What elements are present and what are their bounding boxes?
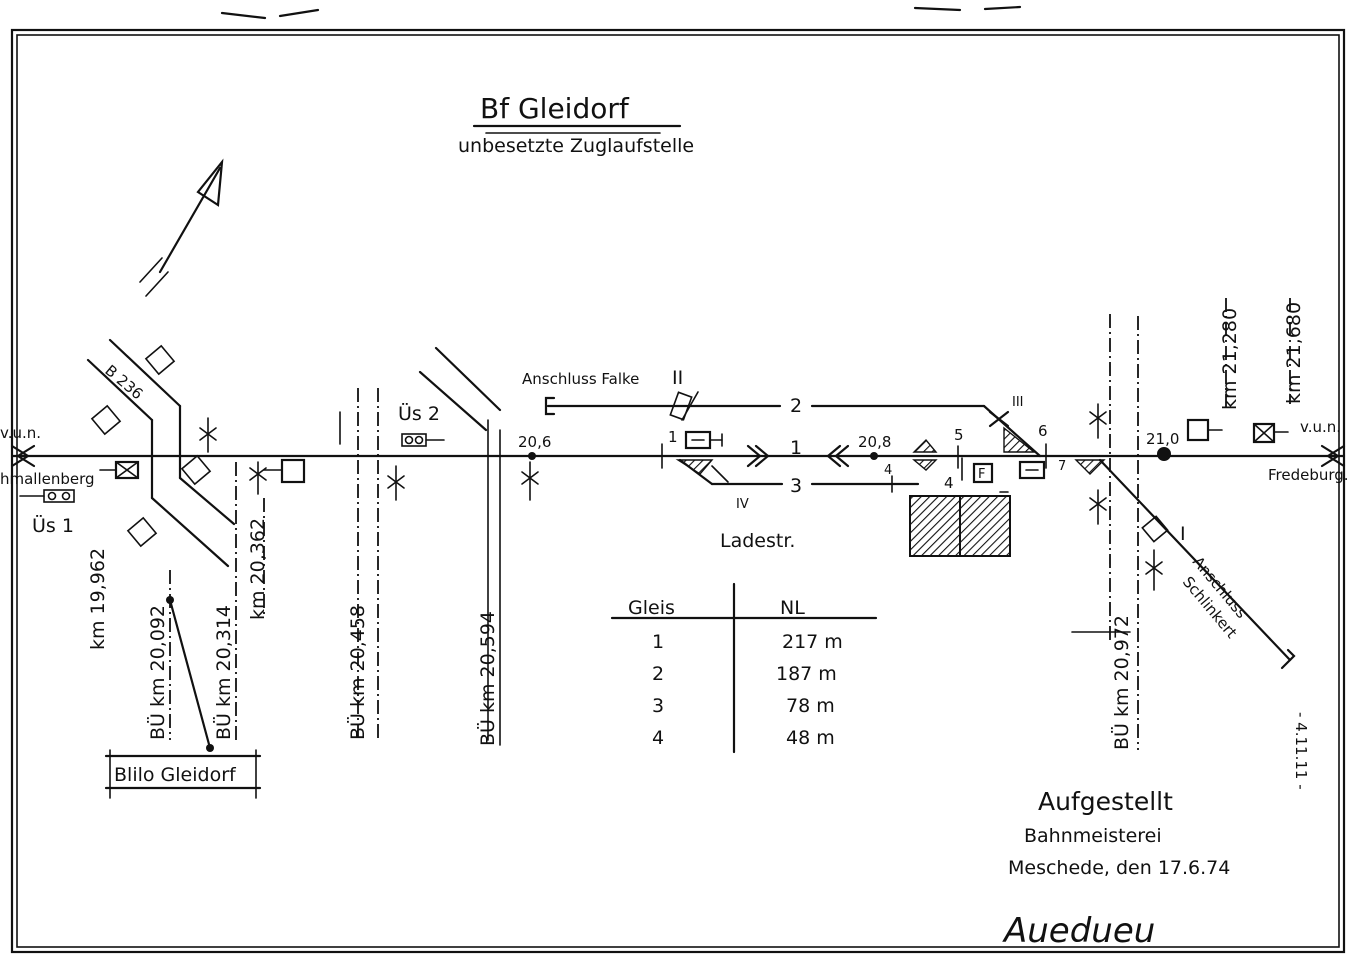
station-signals [669,391,1289,484]
margin-note: - 4.11.11 - [1292,712,1310,790]
drawing-frame [10,5,1346,954]
crossing-markers-left [199,417,306,495]
table-cell: 78 m [786,695,835,717]
track-num-3: 3 [790,475,802,497]
siding-schlinkert [1071,403,1296,670]
track-num-1a: 1 [668,428,678,446]
main-track [10,444,1346,468]
bu-km-20092: BÜ km 20,092 [146,605,169,740]
km-points [528,447,1171,461]
direction-arrows [746,444,850,468]
signature-line2: Bahnmeisterei [1024,825,1162,847]
km-21680: km 21,680 [1283,302,1305,404]
signature-handwriting: Auedueu [1002,911,1155,951]
siding-falke-label: Anschluss Falke [522,370,639,388]
km-20362: km 20,362 [247,518,269,620]
right-vun-label: v.u.n. [1300,418,1341,436]
km-point-210: 21,0 [1146,430,1179,448]
table-cell: 4 [652,727,664,749]
road-b236 [86,338,236,568]
track-ticks [661,443,1047,493]
table-cell: 217 m [782,631,843,653]
bu-km-20594: BÜ km 20,594 [476,611,499,746]
track-num-1: 1 [790,437,802,459]
signature-line3: Meschede, den 17.6.74 [1008,857,1230,879]
left-vun-label: v.u.n. [0,424,41,442]
bu-km-20314: BÜ km 20,314 [212,605,235,740]
switch-iii-label: III [1012,395,1024,410]
signal-us1: Üs 1 [32,514,74,537]
track-num-5: 5 [954,426,964,444]
station-subtitle: unbesetzte Zuglaufstelle [458,135,694,157]
title-block: Bf Gleidorf unbesetzte Zuglaufstelle [458,92,694,157]
north-arrow-icon [139,158,224,297]
blilo-box [104,596,262,799]
table-cell: 48 m [786,727,835,749]
table-header-nl: NL [780,597,805,619]
km-21280: km 21,280 [1219,308,1241,410]
track-num-4a: 4 [884,463,892,478]
left-station-label: hmallenberg [0,470,95,488]
ladestr-label: Ladestr. [720,530,795,552]
table-cell: 2 [652,663,664,685]
track-num-7: 7 [1058,459,1066,474]
siding-schlinkert-number: I [1180,523,1186,545]
bu-km-20972: BÜ km 20,972 [1110,615,1133,750]
signature-line1: Aufgestellt [1038,787,1173,816]
track-num-4b: 4 [944,474,954,492]
track-length-table [610,582,878,754]
hatched-areas [675,426,1106,557]
track-num-6: 6 [1038,422,1048,440]
bu-km-20458: BÜ km 20,458 [346,605,369,740]
right-station-label: Fredeburg. [1268,466,1349,484]
blilo-label: Blilo Gleidorf [114,764,237,786]
table-cell: 3 [652,695,664,717]
table-cell: 1 [652,631,664,653]
station-title: Bf Gleidorf [480,92,630,125]
f-box-label: F [978,467,985,482]
switch-iv-label: IV [736,497,749,512]
track-num-2: 2 [790,395,802,417]
signal-us2: Üs 2 [398,402,440,425]
signal-us2-group [339,346,539,501]
km-lines [169,298,1291,750]
table-cell: 187 m [776,663,837,685]
km-19962: km 19,962 [87,548,109,650]
station-tracks [544,396,1042,493]
km-point-208: 20,8 [858,433,891,451]
table-header-gleis: Gleis [628,597,675,619]
siding-falke-number: II [672,367,683,389]
left-signal-group [19,460,140,503]
km-point-206: 20,6 [518,433,551,451]
